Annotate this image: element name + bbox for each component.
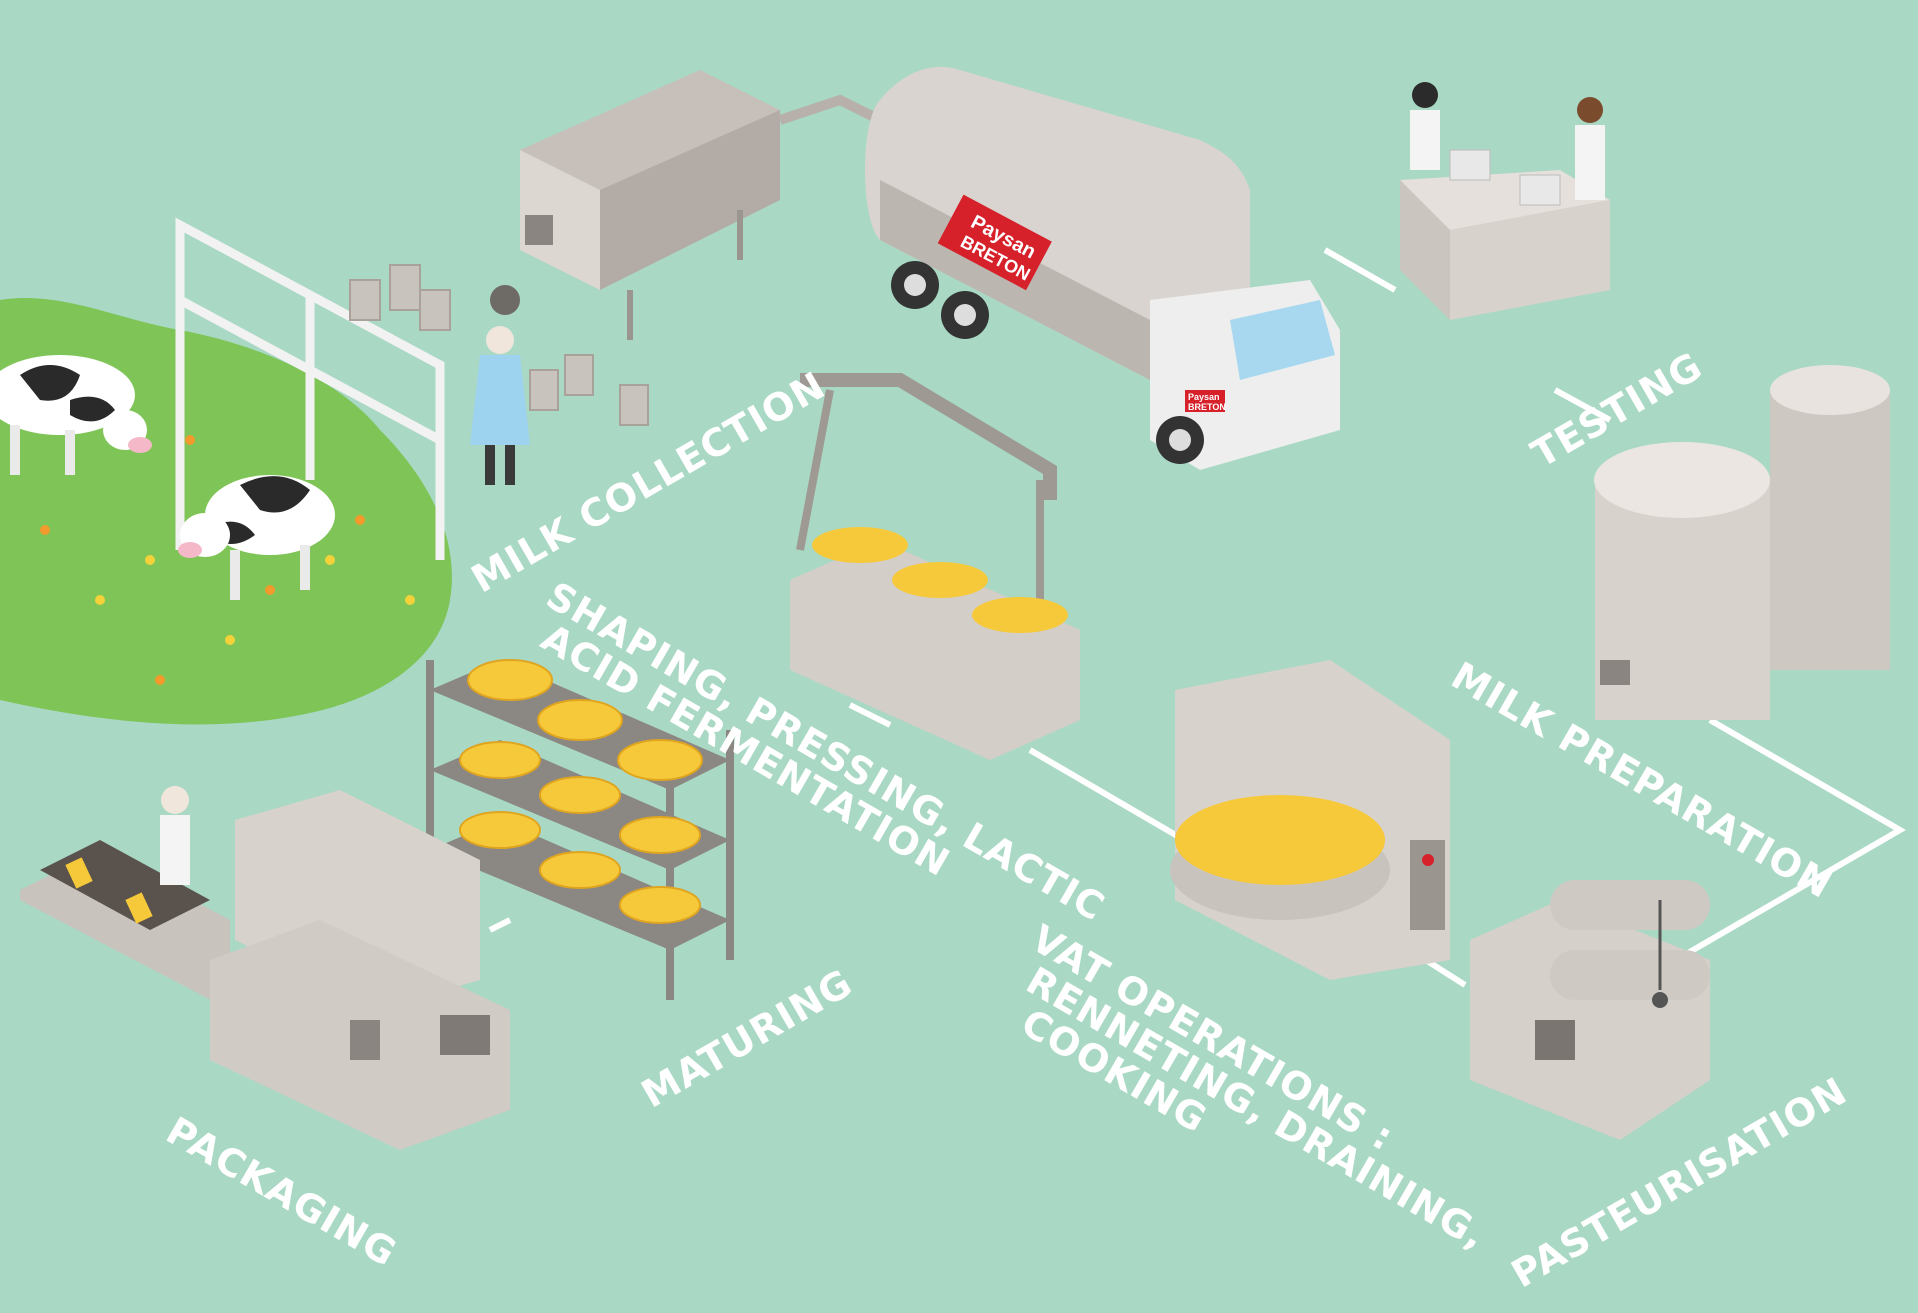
cow-icon: [0, 355, 152, 475]
testing-lab: [1400, 82, 1610, 320]
farm-worker-icon: [470, 326, 530, 485]
milk-preparation-silos: [1594, 365, 1890, 720]
maturing-rack: [426, 659, 734, 1000]
lab-technician-icon: [1412, 82, 1438, 108]
lab-technician-icon: [1577, 97, 1603, 123]
flowers: [40, 435, 415, 685]
truck-brand-panel: [937, 194, 1052, 291]
milk-tanker-truck: Paysan BRETON Paysan BRETON: [865, 66, 1340, 470]
cheese-wheels: [459, 659, 703, 924]
pasteurisation-unit: [1470, 880, 1710, 1140]
packaging-worker-icon: [161, 786, 189, 814]
cheese-press: [790, 373, 1080, 760]
cow-icon: [178, 475, 335, 600]
packaging-line: [20, 786, 510, 1150]
pasture-gate: [175, 217, 445, 560]
milk-collection-tank: [490, 70, 883, 340]
truck-door-logo-line1: Paysan: [1188, 392, 1220, 402]
milk-cans: [349, 264, 649, 426]
truck-door-logo-line2: BRETON: [1188, 402, 1226, 412]
cheese-vat: [1170, 660, 1450, 980]
